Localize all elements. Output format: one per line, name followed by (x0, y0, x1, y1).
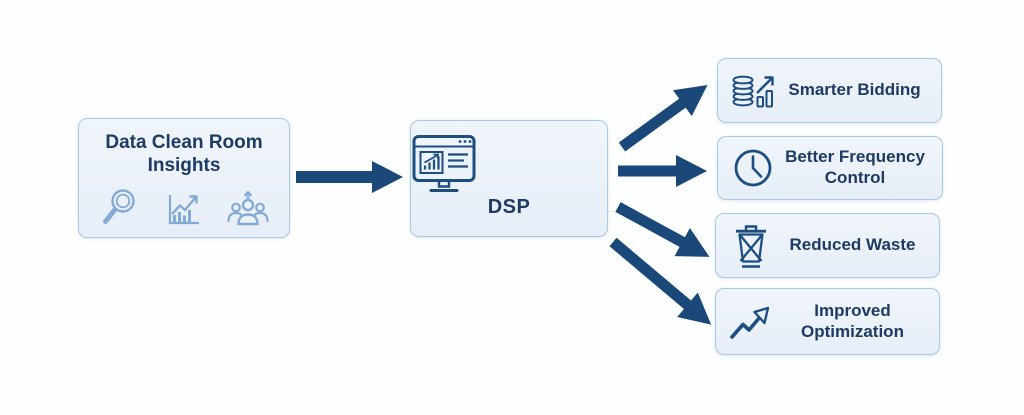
trend-up-icon (724, 300, 778, 344)
source-title-line1: Data Clean Room (105, 132, 263, 153)
output-label: Smarter Bidding (788, 80, 921, 100)
arrow-hub-to-reduced-waste (615, 202, 710, 257)
monitor-analytics-icon (411, 134, 607, 194)
output-label: Improved Optimization (801, 300, 904, 341)
output-box-improved-optimization: Improved Optimization (715, 288, 940, 355)
output-label: Better Frequency Control (785, 147, 925, 187)
output-label: Reduced Waste (789, 235, 916, 255)
arrow-hub-to-improved-optimization (609, 237, 712, 325)
arrow-hub-to-smarter-bidding (618, 84, 708, 152)
output-box-better-frequency-control: Better Frequency Control (717, 136, 943, 200)
source-icon-row (79, 186, 289, 230)
hub-label: DSP (487, 196, 531, 218)
audience-icon (225, 188, 271, 230)
source-box-data-clean-room: Data Clean Room Insights (78, 118, 290, 238)
magnifier-icon (97, 186, 141, 230)
output-box-smarter-bidding: Smarter Bidding (717, 58, 942, 123)
source-box-title: Data Clean Room Insights (79, 131, 289, 177)
chart-growth-icon (162, 188, 204, 230)
clock-icon (726, 146, 780, 190)
coins-growth-icon (726, 67, 780, 115)
source-title-line2: Insights (147, 155, 221, 177)
hub-box-dsp: DSP (410, 120, 608, 237)
trash-crossed-icon (724, 223, 778, 269)
output-box-reduced-waste: Reduced Waste (715, 213, 940, 278)
